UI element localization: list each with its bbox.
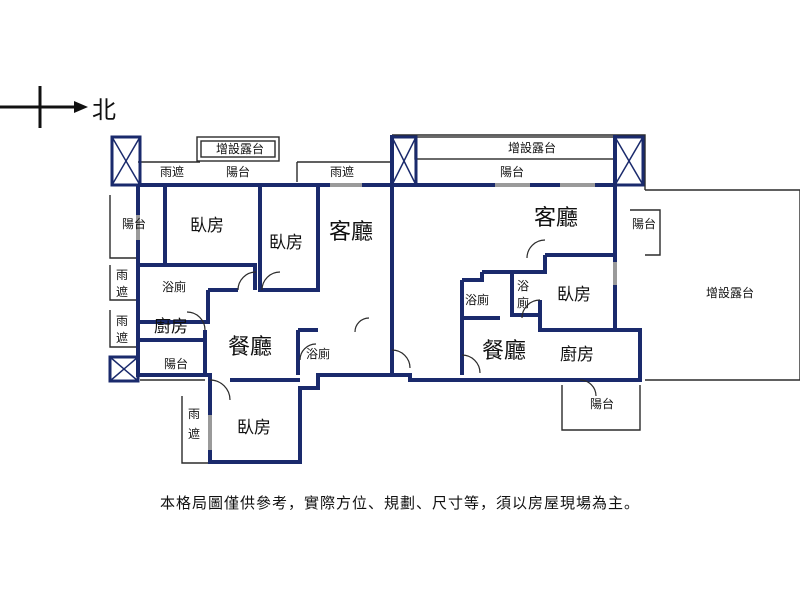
label-balcony-top-left: 陽台 — [226, 164, 250, 179]
door-living-left — [354, 317, 370, 333]
label-kitchen-right: 廚房 — [560, 344, 594, 365]
column-top-left — [110, 135, 142, 187]
door-dining-right — [461, 354, 481, 374]
door-center — [391, 349, 411, 369]
label-bath-1: 浴廁 — [162, 279, 186, 294]
wall-bedroom2-bottom — [280, 185, 320, 292]
label-bedroom-4: 臥房 — [237, 418, 271, 438]
rain-b-outline — [109, 310, 138, 348]
label-bedroom-3: 臥房 — [557, 285, 591, 305]
column-top-right — [613, 135, 645, 187]
label-balcony-top-right: 陽台 — [500, 164, 524, 179]
wall-bottom-left-unit — [205, 373, 392, 464]
balcony-right-outline — [630, 209, 661, 256]
label-bath-3: 浴廁 — [306, 346, 330, 361]
door-balcony-bottom — [579, 379, 597, 397]
label-living-right: 客廳 — [534, 206, 578, 231]
terrace-top-left-outline — [196, 136, 280, 162]
label-rain-shelter-top-2: 雨遮 — [330, 164, 354, 179]
columns — [108, 135, 645, 383]
compass-arrow-head — [74, 101, 88, 113]
door-bedroom3-top — [526, 239, 546, 259]
compass-north-label: 北 — [92, 96, 116, 124]
column-bottom-left — [108, 355, 140, 383]
label-bath-4-b: 廁 — [517, 295, 529, 310]
wall-bath2-top — [462, 272, 484, 282]
balcony-bottom-right-outline — [561, 385, 641, 431]
wall-kitchen-right — [615, 328, 642, 345]
balcony-left-outline — [109, 195, 138, 259]
label-bath-2: 浴廁 — [465, 292, 489, 307]
terrace-top-left-inner — [200, 140, 276, 158]
label-living-left: 客廳 — [329, 220, 373, 245]
label-rain-b-2: 遮 — [116, 330, 128, 345]
label-bedroom-1: 臥房 — [190, 216, 224, 236]
label-balcony-lower-left: 陽台 — [164, 356, 188, 371]
column-bottom-left-x2 — [109, 356, 139, 382]
compass: 北 — [0, 86, 116, 128]
label-rain-a-1: 雨 — [116, 268, 128, 282]
disclaimer-caption: 本格局圖僅供參考，實際方位、規劃、尺寸等，須以房屋現場為主。 — [159, 494, 640, 512]
label-bedroom-2: 臥房 — [269, 233, 303, 253]
door-bath3 — [299, 343, 317, 361]
door-bedroom2 — [261, 271, 281, 291]
floor-plan: 北 — [0, 86, 800, 464]
door-kitchen-left — [186, 311, 206, 331]
label-kitchen-left: 廚房 — [154, 316, 188, 337]
door-bedroom4 — [209, 379, 231, 401]
label-balcony-left: 陽台 — [122, 216, 146, 231]
label-bath-4-a: 浴 — [517, 279, 529, 293]
top-right-frame — [392, 134, 646, 190]
label-rain-c-1: 雨 — [188, 407, 200, 421]
label-balcony-bottom-right: 陽台 — [590, 396, 614, 411]
wall-bottom-right-unit — [392, 345, 642, 382]
wall-bath1-top — [138, 263, 257, 290]
column-top-right-x2 — [614, 136, 644, 186]
label-terrace-top-left: 增設露台 — [216, 141, 264, 156]
column-top-center — [390, 135, 418, 187]
walls — [136, 135, 642, 464]
label-dining-left: 餐廳 — [228, 335, 272, 360]
door-bath1 — [237, 271, 257, 291]
label-rain-shelter-top-1: 雨遮 — [160, 164, 184, 179]
column-top-center-x2 — [391, 136, 417, 186]
label-terrace-top-right: 增設露台 — [508, 140, 556, 155]
label-rain-a-2: 遮 — [116, 284, 128, 299]
label-dining-right: 餐廳 — [482, 339, 526, 364]
wall-bath-pair — [482, 270, 540, 317]
label-rain-b-1: 雨 — [116, 314, 128, 328]
wall-bath1-bottom — [138, 290, 210, 324]
label-balcony-right: 陽台 — [632, 216, 656, 231]
windows — [136, 183, 617, 450]
wall-bath4-top — [512, 255, 547, 274]
label-terrace-right: 增設露台 — [706, 285, 754, 300]
rain-c-outline — [181, 396, 208, 464]
door-bedroom3 — [521, 299, 541, 319]
rain-a-outline — [109, 265, 138, 301]
room-labels: 增設露台 增設露台 增設露台 雨遮 雨遮 陽台 陽台 陽台 陽台 陽台 陽台 臥… — [116, 140, 754, 441]
wall-bedroom2-left — [258, 185, 280, 292]
doors — [186, 239, 597, 401]
terrace-right-outline — [645, 189, 800, 381]
label-rain-c-2: 遮 — [188, 426, 200, 441]
column-top-left-x2 — [111, 136, 141, 186]
